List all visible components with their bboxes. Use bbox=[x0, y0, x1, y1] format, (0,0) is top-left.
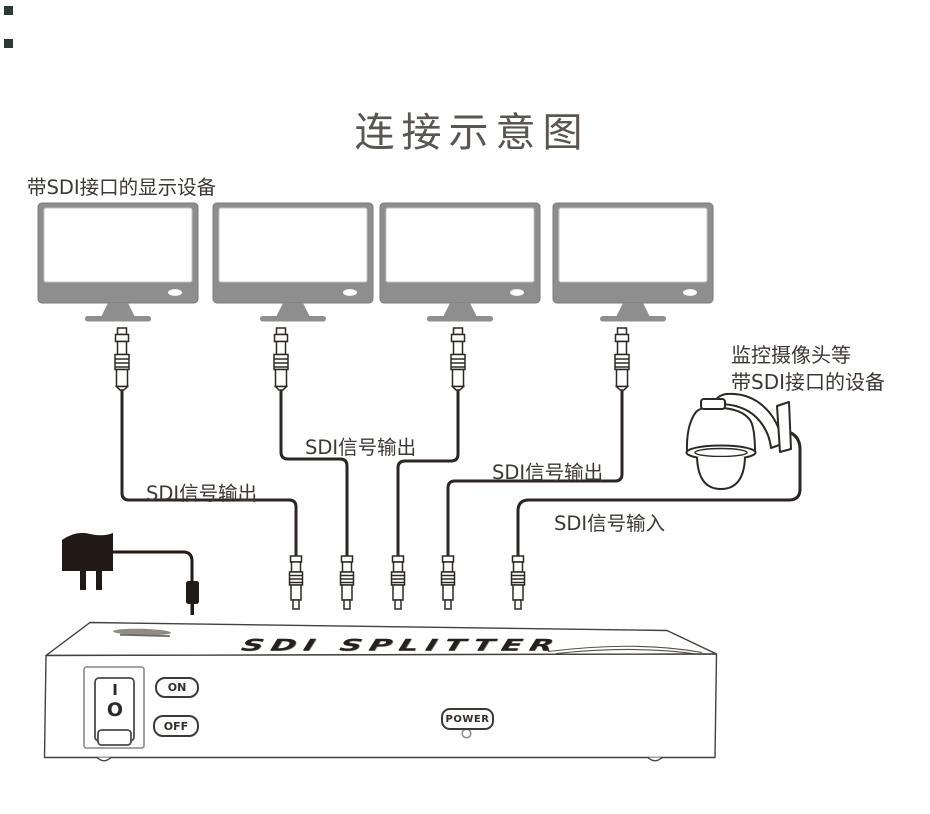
cable-path bbox=[516, 429, 802, 556]
bnc-connector-icon bbox=[614, 327, 630, 391]
cable-path bbox=[446, 388, 624, 556]
brand-logo bbox=[113, 628, 171, 638]
power-switch bbox=[83, 666, 145, 749]
bnc-connector-icon bbox=[440, 555, 456, 610]
sdi-output-label-2: SDI信号输出 bbox=[305, 436, 417, 459]
cable-path bbox=[279, 388, 349, 556]
sdi-input-label: SDI信号输入 bbox=[554, 512, 666, 535]
bnc-connector-icon bbox=[339, 555, 355, 610]
dome-camera-icon bbox=[685, 392, 792, 490]
cable-group bbox=[120, 388, 802, 556]
switch-off-mark: O bbox=[106, 699, 124, 721]
dc-plug-icon bbox=[186, 581, 199, 604]
sdi-output-label-1: SDI信号输出 bbox=[146, 482, 258, 505]
power-badge: POWER bbox=[441, 708, 494, 730]
switch-on-mark: I bbox=[112, 681, 118, 699]
bnc-connector-icon bbox=[390, 555, 406, 610]
cable-path bbox=[120, 388, 298, 556]
monitor-icon bbox=[552, 202, 714, 322]
splitter-device bbox=[43, 621, 718, 762]
diagram-title: 连接示意图 bbox=[354, 110, 590, 156]
power-adapter-icon bbox=[62, 532, 199, 615]
cable-path bbox=[396, 388, 460, 556]
artifact-mark bbox=[4, 39, 13, 48]
display-devices-label: 带SDI接口的显示设备 bbox=[27, 176, 217, 199]
camera-label-line1: 监控摄像头等 bbox=[731, 343, 851, 367]
off-badge: OFF bbox=[153, 715, 199, 737]
artifact-mark bbox=[4, 6, 13, 15]
on-badge: ON bbox=[155, 677, 199, 698]
device-top-label: SDI SPLITTER bbox=[235, 635, 566, 655]
bnc-connector-icon bbox=[273, 327, 289, 391]
sdi-output-label-3: SDI信号输出 bbox=[492, 461, 604, 484]
bnc-connector-icon bbox=[450, 327, 466, 391]
monitor-icon bbox=[212, 202, 374, 322]
camera-label-line2: 带SDI接口的设备 bbox=[731, 370, 885, 394]
monitor-icon bbox=[37, 202, 199, 322]
power-led-icon bbox=[461, 728, 472, 739]
bnc-connector-icon bbox=[510, 555, 526, 610]
bnc-connector-icon bbox=[114, 327, 130, 391]
monitor-icon bbox=[379, 202, 541, 322]
bnc-connector-icon bbox=[288, 555, 304, 610]
